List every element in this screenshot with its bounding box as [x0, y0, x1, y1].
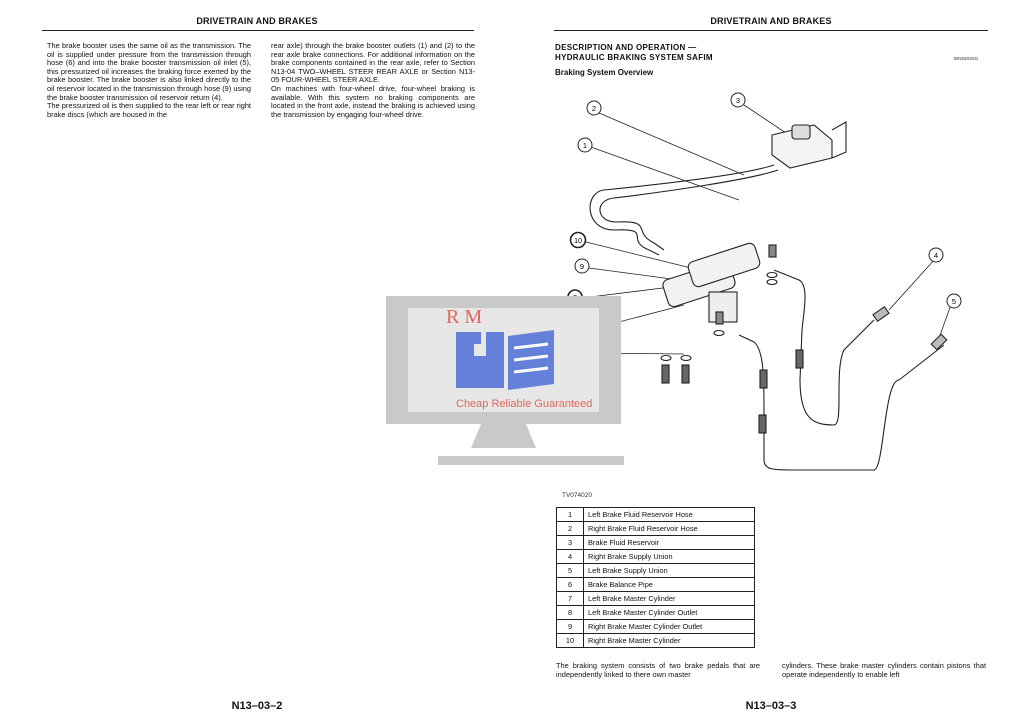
left-col1-para-1: The brake booster uses the same oil as t…: [47, 41, 251, 102]
legend-number: 8: [556, 605, 584, 620]
legend-number: 2: [556, 521, 584, 536]
legend-number: 1: [556, 507, 584, 522]
legend-description: Brake Balance Pipe: [583, 577, 755, 592]
legend-description: Right Brake Supply Union: [583, 549, 755, 564]
right-page-header: DRIVETRAIN AND BRAKES: [710, 16, 832, 26]
legend-number: 10: [556, 633, 584, 648]
legend-description: Left Brake Fluid Reservoir Hose: [583, 507, 755, 522]
callout-5: 5: [946, 293, 962, 309]
legend-number: 7: [556, 591, 584, 606]
legend-description: Right Brake Fluid Reservoir Hose: [583, 521, 755, 536]
left-col2-para-2: On machines with four-wheel drive, four-…: [271, 83, 475, 119]
left-header-rule: [42, 30, 474, 31]
callout-4-label: 4: [934, 251, 938, 260]
bottom-text-right: cylinders. These brake master cylinders …: [782, 661, 986, 679]
legend-description: Brake Fluid Reservoir: [583, 535, 755, 550]
legend-number: 3: [556, 535, 584, 550]
legend-description: Left Brake Supply Union: [583, 563, 755, 578]
callout-1: 1: [577, 137, 593, 153]
monitor-base: [438, 456, 624, 465]
legend-description: Left Brake Master Cylinder Outlet: [583, 605, 755, 620]
left-page: DRIVETRAIN AND BRAKES The brake booster …: [42, 16, 475, 712]
left-text-column-2: rear axle) through the brake booster out…: [271, 41, 475, 119]
wrench-doc-icon: [456, 330, 554, 390]
section-heading-line-1: DESCRIPTION AND OPERATION —: [555, 43, 697, 52]
legend-number: 9: [556, 619, 584, 634]
monitor-stand: [471, 424, 536, 448]
legend-number: 4: [556, 549, 584, 564]
figure-code: TV074020: [562, 492, 592, 499]
left-text-column-1: The brake booster uses the same oil as t…: [47, 41, 251, 119]
callout-10-label: 10: [574, 238, 582, 245]
callout-1-label: 1: [583, 141, 587, 150]
callout-3-label: 3: [736, 96, 740, 105]
callout-5-label: 5: [952, 297, 956, 306]
left-col1-para-2: The pressurized oil is then supplied to …: [47, 101, 251, 119]
legend-description: Right Brake Master Cylinder Outlet: [583, 619, 755, 634]
callout-10: 10: [569, 231, 587, 249]
watermark-brand: R M: [446, 306, 482, 328]
callout-4: 4: [928, 247, 944, 263]
diagram-lines: [581, 104, 953, 471]
callout-9: 9: [574, 258, 590, 274]
legend-description: Right Brake Master Cylinder: [583, 633, 755, 648]
callout-9-label: 9: [580, 262, 584, 271]
left-page-header: DRIVETRAIN AND BRAKES: [196, 16, 318, 26]
callout-2: 2: [586, 100, 602, 116]
left-col2-para-1: rear axle) through the brake booster out…: [271, 41, 475, 85]
right-header-rule: [554, 30, 988, 31]
legend-number: 6: [556, 577, 584, 592]
legend-description: Left Brake Master Cylinder: [583, 591, 755, 606]
left-page-number: N13–03–2: [231, 700, 283, 712]
section-heading: DESCRIPTION AND OPERATION — HYDRAULIC BR…: [555, 43, 713, 63]
legend-number: 5: [556, 563, 584, 578]
watermark-tagline: Cheap Reliable Guaranteed: [456, 398, 592, 410]
callout-3: 3: [730, 92, 746, 108]
section-heading-line-2: HYDRAULIC BRAKING SYSTEM SAFIM: [555, 53, 713, 62]
callout-2-label: 2: [592, 104, 596, 113]
bottom-text-left: The braking system consists of two brake…: [556, 661, 760, 679]
right-page-number: N13–03–3: [745, 700, 797, 712]
watermark-logo: R M Cheap Reliable Guaranteed: [386, 296, 624, 465]
section-subheading: Braking System Overview: [555, 68, 654, 77]
image-code: BIN9303DG: [954, 56, 979, 61]
right-page: DRIVETRAIN AND BRAKES DESCRIPTION AND OP…: [514, 0, 1028, 727]
